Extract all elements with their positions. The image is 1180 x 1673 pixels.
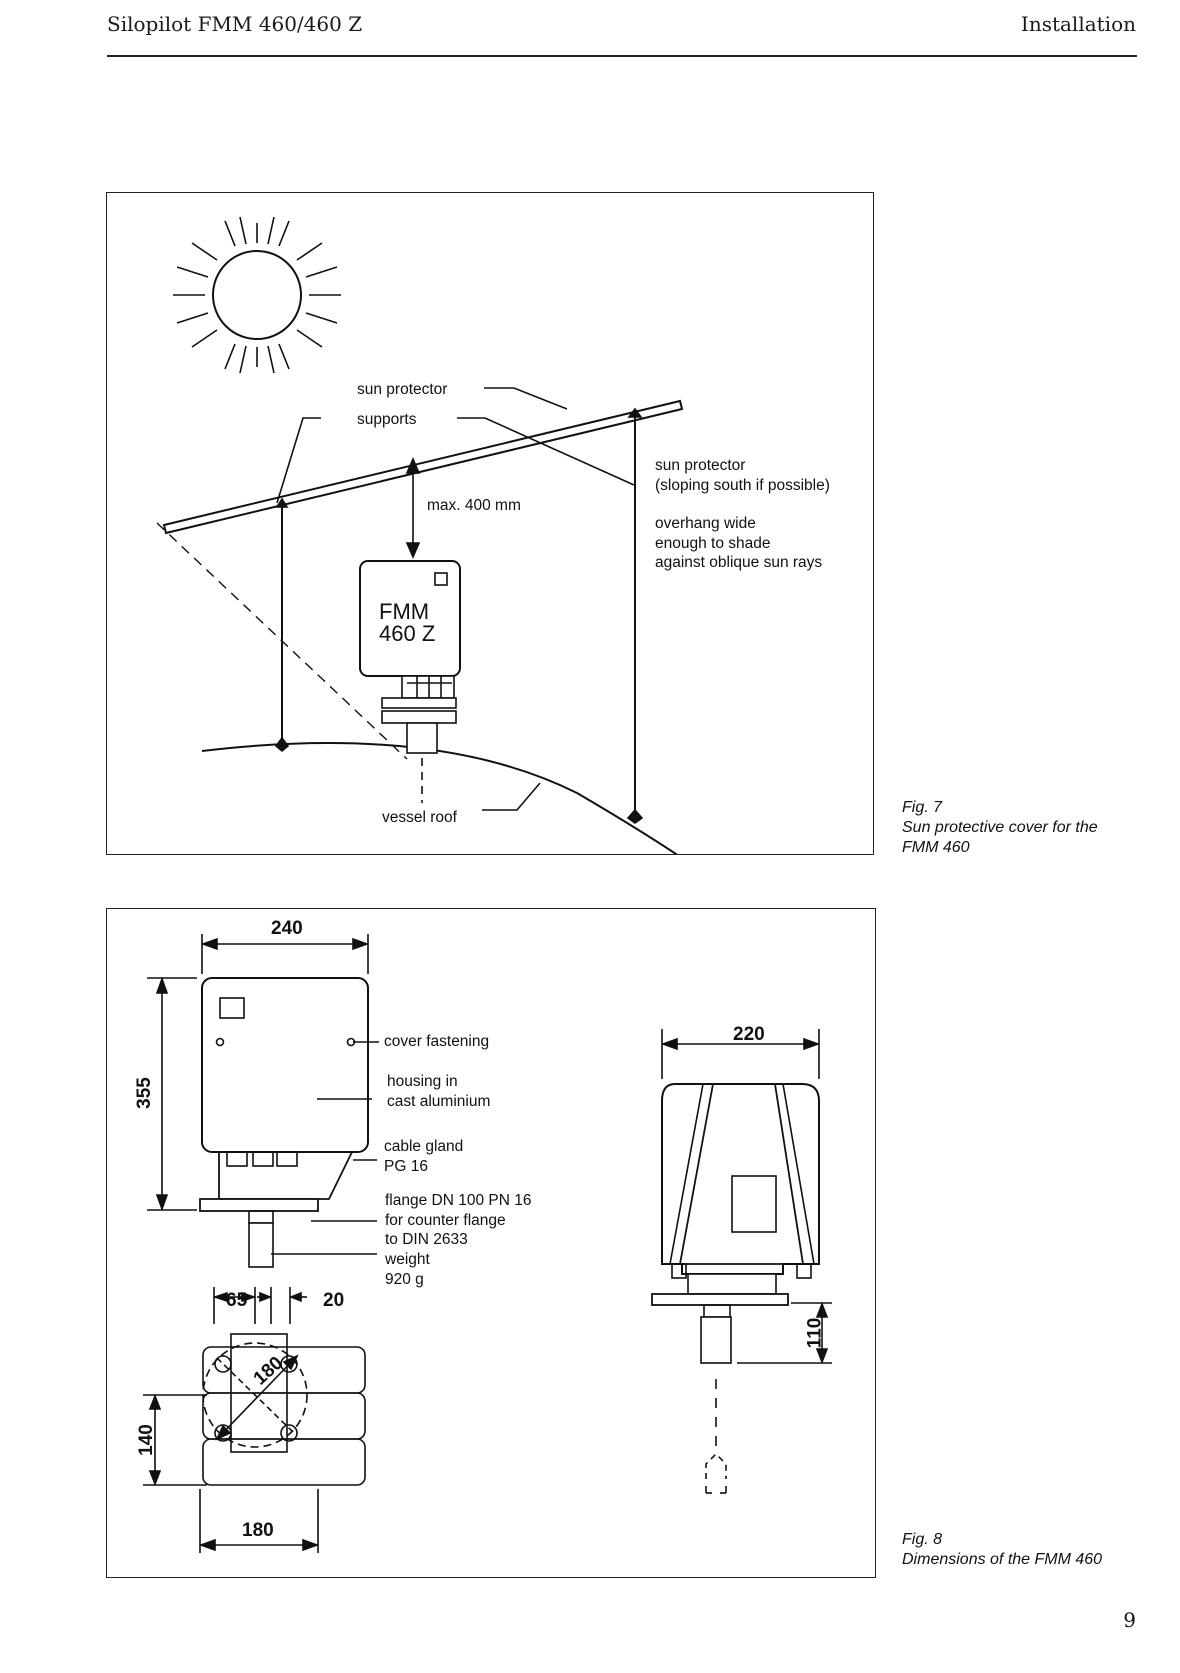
label-sun-protector: sun protector: [357, 381, 448, 398]
overhang-note: overhang wide enough to shade against ob…: [655, 515, 823, 571]
label-housing: housing in cast aluminium: [387, 1073, 491, 1110]
label-weight: weight 920 g: [385, 1251, 430, 1288]
label-flange: flange DN 100 PN 16 for counter flange t…: [385, 1192, 532, 1248]
dimensions-drawing: [143, 934, 832, 1553]
sun-protector-note: sun protector (sloping south if possible…: [655, 457, 830, 494]
dim-flange-height-110: 110: [804, 1317, 826, 1349]
label-supports: supports: [357, 411, 417, 428]
label-max-distance: max. 400 mm: [427, 497, 521, 514]
dim-65: 65: [226, 1290, 248, 1311]
dim-height-355: 355: [133, 1077, 155, 1109]
label-vessel-roof: vessel roof: [382, 809, 457, 826]
page-number: 9: [1123, 1608, 1136, 1632]
dim-width-240: 240: [271, 918, 303, 939]
sun-cover-drawing: [156, 216, 684, 854]
label-cover-fastening: cover fastening: [384, 1033, 490, 1050]
document-title: Silopilot FMM 460/460 Z: [107, 12, 363, 36]
section-title: Installation: [1020, 12, 1136, 36]
dim-side-width-220: 220: [733, 1024, 765, 1045]
figure-8-caption: Fig. 8 Dimensions of the FMM 460: [902, 1531, 1103, 1568]
dim-20: 20: [323, 1290, 345, 1311]
sun-rays: [173, 216, 341, 374]
label-cable-gland: cable gland PG 16: [384, 1138, 464, 1175]
figure-7-frame: sun protector supports max. 400 mm sun p…: [106, 192, 874, 855]
header-rule: [107, 55, 1137, 57]
device-label: FMM 460 Z: [379, 599, 436, 646]
dim-140: 140: [135, 1424, 157, 1456]
dim-180: 180: [242, 1520, 274, 1541]
figure-8-frame: 240 355 220 110 65 20 180 140 180 cover …: [106, 908, 876, 1578]
figure-7-caption: Fig. 7 Sun protective cover for the FMM …: [902, 799, 1098, 856]
